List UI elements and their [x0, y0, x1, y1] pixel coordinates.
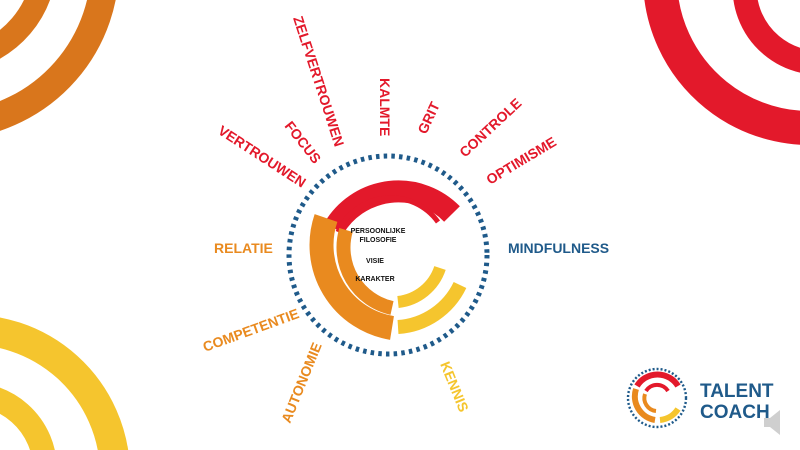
label-controle: CONTROLE: [456, 95, 524, 160]
radial-labels: ZELFVERTROUWEN KALMTE GRIT CONTROLE OPTI…: [201, 14, 610, 425]
center-line-filosofie: FILOSOFIE: [360, 237, 397, 244]
logo-inner-orange-arc: [642, 393, 657, 413]
logo-orange-arc: [631, 388, 656, 423]
yellow-inner-segment: [397, 265, 446, 308]
label-relatie: RELATIE: [214, 240, 273, 256]
yellow-segment: [397, 281, 467, 334]
logo-yellow-arc: [659, 407, 681, 423]
orange-segment: [309, 214, 395, 340]
label-kalmte: KALMTE: [377, 78, 393, 136]
talent-coach-logo: TALENT COACH: [626, 367, 774, 429]
orange-inner-segment: [336, 228, 394, 315]
label-focus: FOCUS: [282, 118, 325, 166]
logo-text-talent: TALENT: [700, 381, 774, 402]
label-kennis: KENNIS: [437, 359, 472, 414]
label-optimisme: OPTIMISME: [483, 133, 559, 187]
center-line-karakter: KARAKTER: [355, 276, 394, 283]
label-mindfulness: MINDFULNESS: [508, 240, 609, 256]
logo-dotted-ring: [626, 367, 688, 429]
center-line-visie: VISIE: [366, 258, 384, 265]
center-text: PERSOONLIJKE FILOSOFIE VISIE KARAKTER: [351, 228, 406, 283]
logo-inner-red-arc: [644, 383, 670, 393]
logo-text-coach: COACH: [700, 402, 770, 423]
corner-arc-bottom-left: [0, 317, 129, 450]
speaker-icon[interactable]: [764, 410, 780, 435]
label-autonomie: AUTONOMIE: [278, 340, 325, 425]
center-line-persoonlijke: PERSOONLIJKE: [351, 228, 406, 235]
logo-red-arc: [634, 371, 681, 388]
red-inner-segment: [335, 195, 441, 234]
dotted-ring: [286, 153, 490, 357]
wheel-segments: [309, 180, 467, 340]
corner-arc-top-right: [644, 0, 800, 145]
label-competentie: COMPETENTIE: [201, 305, 301, 355]
corner-arc-top-left: [0, 0, 116, 131]
red-segment: [324, 180, 460, 234]
label-grit: GRIT: [414, 99, 443, 136]
